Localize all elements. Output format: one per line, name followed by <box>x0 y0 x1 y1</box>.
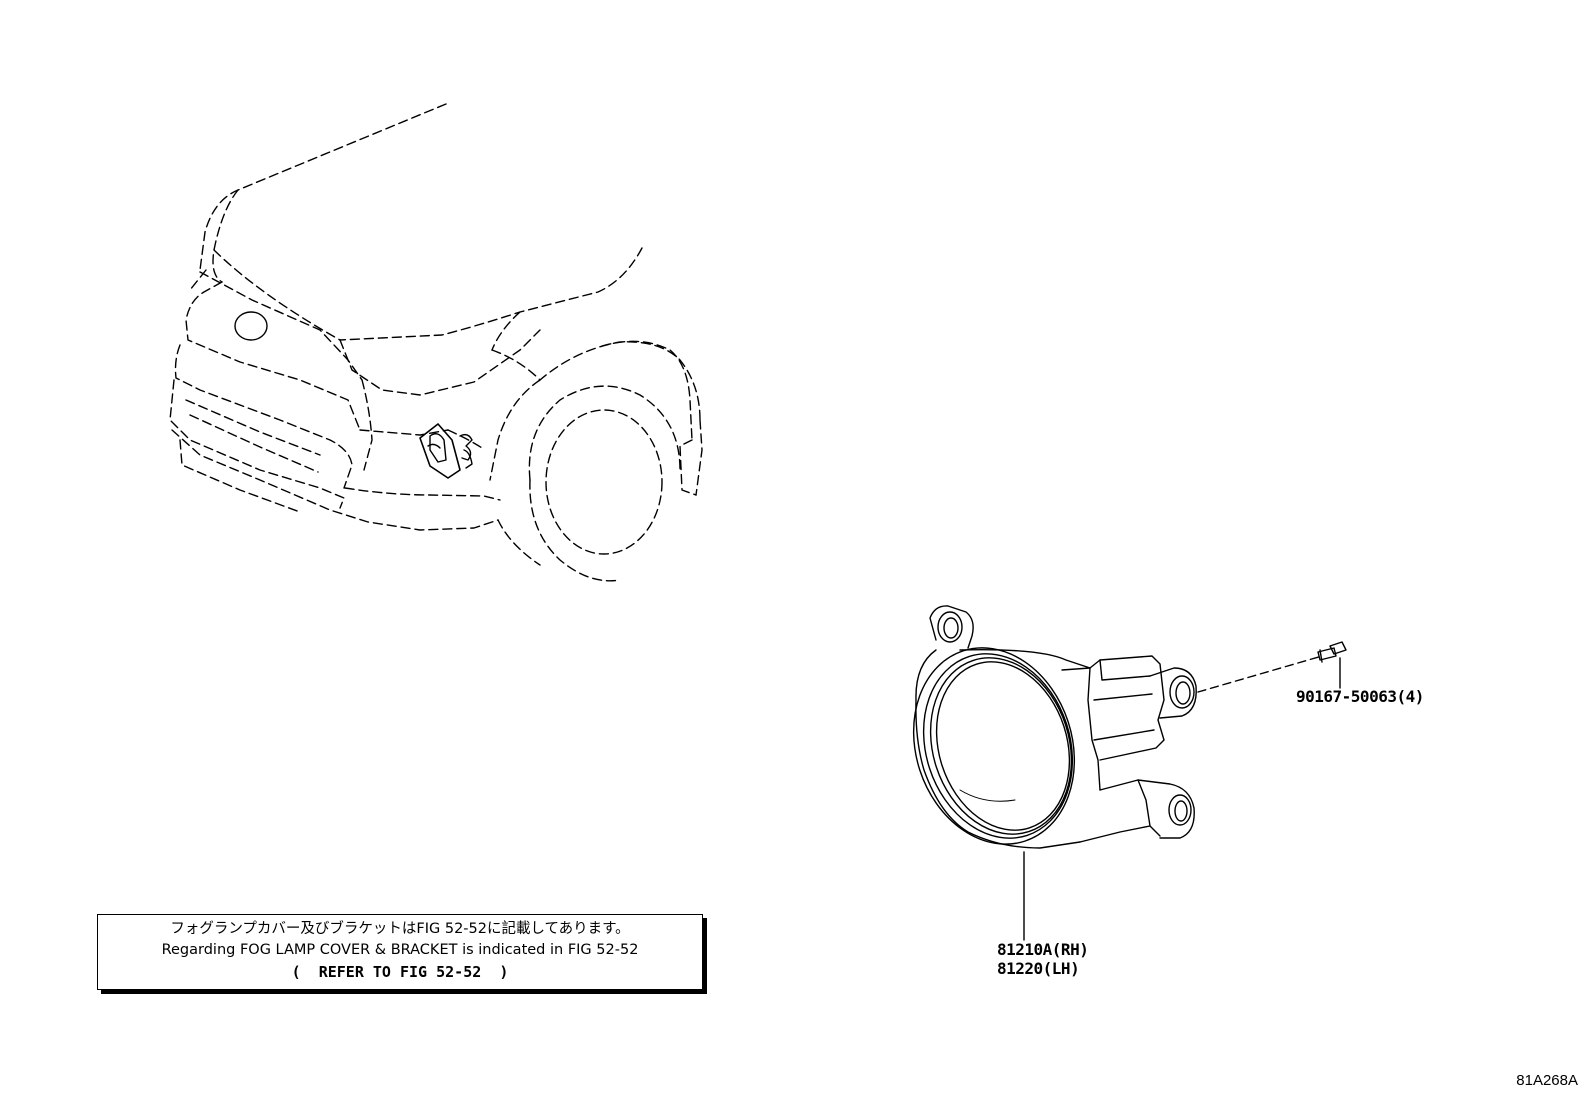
leader-lines <box>1023 655 1341 941</box>
figure-id: 81A268A <box>1516 1072 1578 1089</box>
note-line-reference: ( REFER TO FIG 52-52 ) <box>291 963 509 981</box>
fog-lamp-rh-part-number: 81210A(RH) <box>997 940 1089 959</box>
note-line-english: Regarding FOG LAMP COVER & BRACKET is in… <box>161 942 639 958</box>
fog-lamp-lh-part-number: 81220(LH) <box>997 959 1080 978</box>
bolt-icon <box>1317 641 1347 663</box>
reference-note-box: フォグランプカバー及びブラケットはFIG 52-52に記載してあります。 Reg… <box>97 914 703 990</box>
fog-lamp-assembly <box>912 605 1197 849</box>
vehicle-front-phantom <box>169 103 703 582</box>
bolt-part-number: 90167-50063(4) <box>1296 687 1424 706</box>
fog-lamp-location-mark <box>419 423 473 479</box>
note-line-japanese: フォグランプカバー及びブラケットはFIG 52-52に記載してあります。 <box>170 921 630 937</box>
